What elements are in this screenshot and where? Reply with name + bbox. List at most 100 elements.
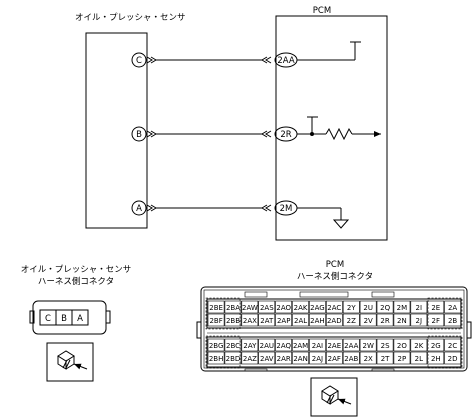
sensor-pin-a: A	[136, 204, 142, 214]
pcm-pin-cell	[393, 313, 411, 327]
pcm-pin-label: 2BC	[226, 342, 240, 350]
pcm-pin-label: 2P	[398, 355, 407, 363]
pcm-connector-title-1: PCM	[326, 260, 344, 270]
pcm-pin-cell	[444, 313, 462, 327]
wire-a-2m: A 2M	[131, 200, 350, 229]
pcm-pin-label: 2AH	[310, 317, 325, 325]
pcm-pin-cell	[292, 338, 309, 352]
pcm-pin-label: 2BE	[209, 304, 223, 312]
pcm-pin-cell	[292, 300, 309, 314]
pcm-pin-label: 2AI	[312, 342, 323, 350]
pcm-pin-label: 2AP	[277, 317, 290, 325]
pcm-pin-cell	[342, 338, 360, 352]
pcm-pin-2r: 2R	[280, 130, 291, 140]
pcm-pin-label: 2G	[431, 342, 441, 350]
pcm-pin-cell	[376, 313, 394, 327]
pcm-pin-cell	[359, 313, 377, 327]
pcm-pin-cell	[393, 338, 411, 352]
pcm-pin-cell	[241, 313, 259, 327]
pcm-pin-cell	[359, 300, 377, 314]
pcm-pin-2m: 2M	[280, 204, 293, 214]
pcm-pin-label: 2AA	[344, 342, 358, 350]
pin-circle-b	[131, 126, 147, 142]
pcm-pin-label: 2O	[397, 342, 407, 350]
pcm-pin-cell	[309, 338, 326, 352]
pcm-pin-cell	[258, 313, 276, 327]
pcm-pin-cell	[342, 313, 360, 327]
pcm-pin-cell	[309, 300, 326, 314]
pcm-pin-label: 2AJ	[312, 355, 323, 363]
pcm-pin-label: 2AC	[327, 304, 341, 312]
pcm-pin-label: 2H	[431, 355, 441, 363]
pcm-pin-label: 2AR	[277, 355, 291, 363]
pcm-title: PCM	[313, 6, 331, 16]
sensor-pin-b: B	[136, 130, 142, 140]
pcm-connector-title-2: ハーネス側コネクタ	[297, 271, 373, 282]
pcm-pin-label: 2AD	[327, 317, 342, 325]
pcm-pin-cell	[275, 300, 293, 314]
sensor-connector-pin-a: A	[77, 314, 83, 324]
pcm-pin-cell	[325, 313, 343, 327]
pcm-pin-label: 2AU	[260, 342, 274, 350]
pcm-pin-cell	[258, 300, 276, 314]
pcm-pin-label: 2E	[431, 304, 440, 312]
pcm-pin-cell	[376, 300, 394, 314]
wire-c-2aa: C 2AA	[131, 41, 361, 68]
pcm-pin-label: 2F	[432, 317, 440, 325]
pcm-pin-cell	[325, 300, 343, 314]
pcm-pin-cell	[393, 300, 411, 314]
pcm-pin-label: 2AG	[310, 304, 325, 312]
sensor-title: オイル・プレッシャ・センサ	[75, 13, 186, 23]
pcm-pin-label: 2AE	[327, 342, 341, 350]
pcm-pin-cell	[444, 338, 462, 352]
pcm-pin-cell	[427, 338, 445, 352]
pcm-pin-cell	[207, 338, 225, 352]
pcm-pin-cell	[258, 338, 276, 352]
pcm-pin-label: 2AN	[293, 355, 307, 363]
sensor-connector-pin-b: B	[61, 314, 67, 324]
pcm-pin-2aa: 2AA	[277, 56, 294, 66]
pcm-pin-label: 2N	[397, 317, 407, 325]
sensor-connector-title-2: ハーネス側コネクタ	[38, 276, 114, 287]
pcm-pin-cell	[292, 351, 309, 365]
pcm-pin-cell	[241, 351, 259, 365]
connector-view-icon	[46, 342, 94, 382]
pcm-pin-label: 2L	[415, 355, 423, 363]
pcm-pin-label: 2AZ	[243, 355, 257, 363]
pin-circle-a	[131, 200, 147, 216]
pcm-pin-cell	[275, 313, 293, 327]
pcm-pin-cell	[275, 351, 293, 365]
pcm-pin-label: 2W	[363, 342, 374, 350]
pcm-pin-label: 2BG	[209, 342, 224, 350]
pcm-pin-label: 2AT	[260, 317, 274, 325]
pcm-pin-label: 2BH	[209, 355, 224, 363]
pcm-pin-label: 2B	[448, 317, 457, 325]
pcm-pin-label: 2Y	[347, 304, 356, 312]
pcm-pin-label: 2A	[448, 304, 457, 312]
pcm-pin-cell	[342, 300, 360, 314]
pcm-pin-cell	[444, 300, 462, 314]
pcm-pin-label: 2AO	[276, 304, 291, 312]
pcm-pin-label: 2AX	[243, 317, 257, 325]
pcm-pin-cell	[309, 351, 326, 365]
pcm-pin-cell	[410, 338, 428, 352]
pin-circle-c	[131, 52, 147, 68]
pcm-pin-label: 2AY	[243, 342, 257, 350]
pcm-pin-cell	[325, 338, 343, 352]
pcm-pin-label: 2K	[414, 342, 423, 350]
sensor-body	[85, 32, 148, 229]
pcm-pin-label: 2S	[381, 342, 390, 350]
pcm-pin-label: 2BD	[226, 355, 241, 363]
pcm-pin-cell	[359, 338, 377, 352]
pcm-pin-label: 2V	[364, 317, 373, 325]
pcm-pin-cell	[224, 351, 242, 365]
pcm-pin-cell	[410, 351, 428, 365]
pcm-pin-cell	[207, 313, 225, 327]
sensor-connector-face: C B A	[29, 300, 111, 335]
pcm-pin-label: 2BB	[226, 317, 240, 325]
pcm-pin-label: 2AV	[260, 355, 274, 363]
pcm-pin-cell	[207, 300, 225, 314]
pcm-pin-label: 2J	[416, 317, 423, 325]
pcm-pin-label: 2AQ	[276, 342, 291, 350]
